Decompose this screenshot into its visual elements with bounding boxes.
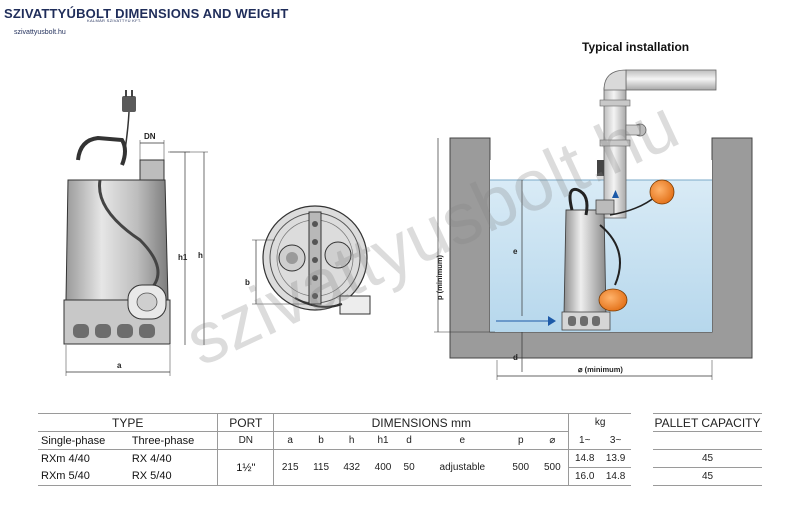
dim-col-p: p <box>505 431 537 450</box>
table-row: RXm 5/40 RX 5/40 16.0 14.8 45 <box>38 467 762 486</box>
logo-url[interactable]: szivattyusbolt.hu <box>14 29 66 36</box>
kg-header: kg <box>568 413 631 432</box>
label-dn: DN <box>144 132 156 141</box>
dim-col-h1: h1 <box>367 431 399 450</box>
kg-three-value: 13.9 <box>600 449 631 468</box>
label-diameter-minimum: ⌀ (minimum) <box>578 365 623 374</box>
table-header-row-2: Single-phase Three-phase DN a b h h1 d e… <box>38 431 762 450</box>
port-header: PORT <box>217 413 274 432</box>
label-h: h <box>198 251 203 260</box>
table-row: RXm 4/40 RX 4/40 1½" 215 115 432 400 50 … <box>38 449 762 486</box>
dimensions-weight-table: TYPE PORT DIMENSIONS mm kg PALLET CAPACI… <box>38 413 762 486</box>
label-e: e <box>513 247 518 256</box>
kg-col-single: 1~ <box>568 431 601 450</box>
page-title: SZIVATTYÚBOLT DIMENSIONS AND WEIGHT <box>4 6 289 21</box>
model-single: RXm 5/40 <box>38 467 129 486</box>
pallet-value: 45 <box>653 449 762 468</box>
typical-installation-label: Typical installation <box>582 40 690 54</box>
pallet-capacity-header: PALLET CAPACITY <box>653 413 762 432</box>
typical-installation-drawing: p (minimum) e d ⌀ (minimum) <box>434 69 753 380</box>
dim-value-h1: 400 <box>367 449 399 486</box>
technical-drawings: DN h1 h a b <box>63 69 753 380</box>
dim-col-a: a <box>273 431 307 450</box>
dim-col-h: h <box>336 431 368 450</box>
label-d: d <box>513 353 518 362</box>
dim-value-p: 500 <box>505 449 537 486</box>
model-three: RX 4/40 <box>131 452 172 465</box>
dim-value-d: 50 <box>398 449 420 486</box>
label-h1: h1 <box>178 253 188 262</box>
label-a: a <box>117 361 122 370</box>
single-phase-header: Single-phase <box>38 431 129 450</box>
port-value: 1½" <box>217 449 274 486</box>
dim-value-b: 115 <box>306 449 337 486</box>
pump-side-view: DN h1 h a <box>63 90 208 376</box>
dim-value-diameter: 500 <box>536 449 569 486</box>
label-p-minimum: p (minimum) <box>435 255 444 300</box>
kg-single-value: 14.8 <box>568 449 601 468</box>
dim-col-diameter: ⌀ <box>536 431 569 450</box>
dim-col-d: d <box>398 431 420 450</box>
table-header-row-1: TYPE PORT DIMENSIONS mm kg PALLET CAPACI… <box>38 413 762 432</box>
model-single: RXm 4/40 <box>41 452 90 465</box>
dn-header: DN <box>217 431 274 450</box>
label-b: b <box>245 278 250 287</box>
kg-three-value: 14.8 <box>600 467 631 486</box>
pallet-value: 45 <box>653 467 762 486</box>
dim-col-b: b <box>306 431 337 450</box>
three-phase-header: Three-phase <box>128 431 218 450</box>
dim-value-e: adjustable <box>419 449 506 486</box>
dim-value-a: 215 <box>273 449 307 486</box>
kg-col-three: 3~ <box>600 431 631 450</box>
pump-top-view: b <box>245 205 371 315</box>
type-header: TYPE <box>38 413 218 432</box>
dim-value-h: 432 <box>336 449 368 486</box>
dim-col-e: e <box>419 431 506 450</box>
kg-single-value: 16.0 <box>568 467 601 486</box>
logo-tagline: KALMÁR SZIVATTYÚ KFT. <box>87 18 142 23</box>
dimensions-header: DIMENSIONS mm <box>273 413 569 432</box>
model-three: RX 5/40 <box>128 467 218 486</box>
